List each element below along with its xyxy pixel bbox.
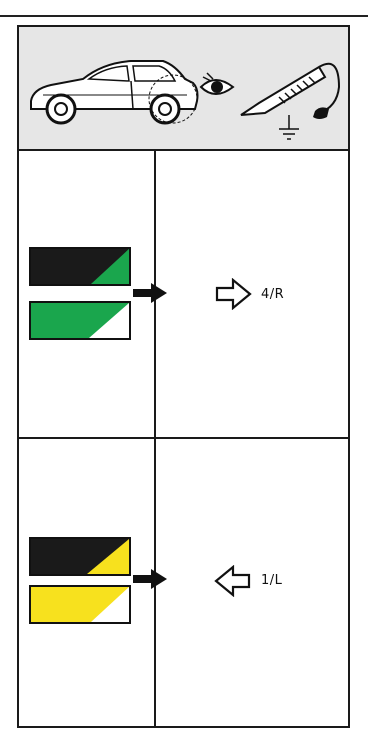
arrow-right-icon <box>133 569 169 589</box>
header-illustration <box>19 27 348 151</box>
swatch-dark-to-green <box>29 247 131 286</box>
outline-arrow-left-icon <box>213 565 251 597</box>
top-rule <box>0 15 368 17</box>
arrow-right-icon <box>133 283 169 303</box>
outline-arrow-right-icon <box>215 278 253 310</box>
swatch-yellow-to-white <box>29 585 131 624</box>
condition-row-2: 1/L <box>19 439 348 726</box>
result-label: 1/L <box>261 573 282 588</box>
instruction-card: 4/R 1/L <box>17 25 350 728</box>
swatch-green-to-white <box>29 301 131 340</box>
swatch-dark-to-yellow <box>29 537 131 576</box>
result-label: 4/R <box>261 287 284 302</box>
condition-row-1: 4/R <box>19 151 348 439</box>
car-icon <box>23 39 203 139</box>
ground-icon <box>277 115 301 145</box>
